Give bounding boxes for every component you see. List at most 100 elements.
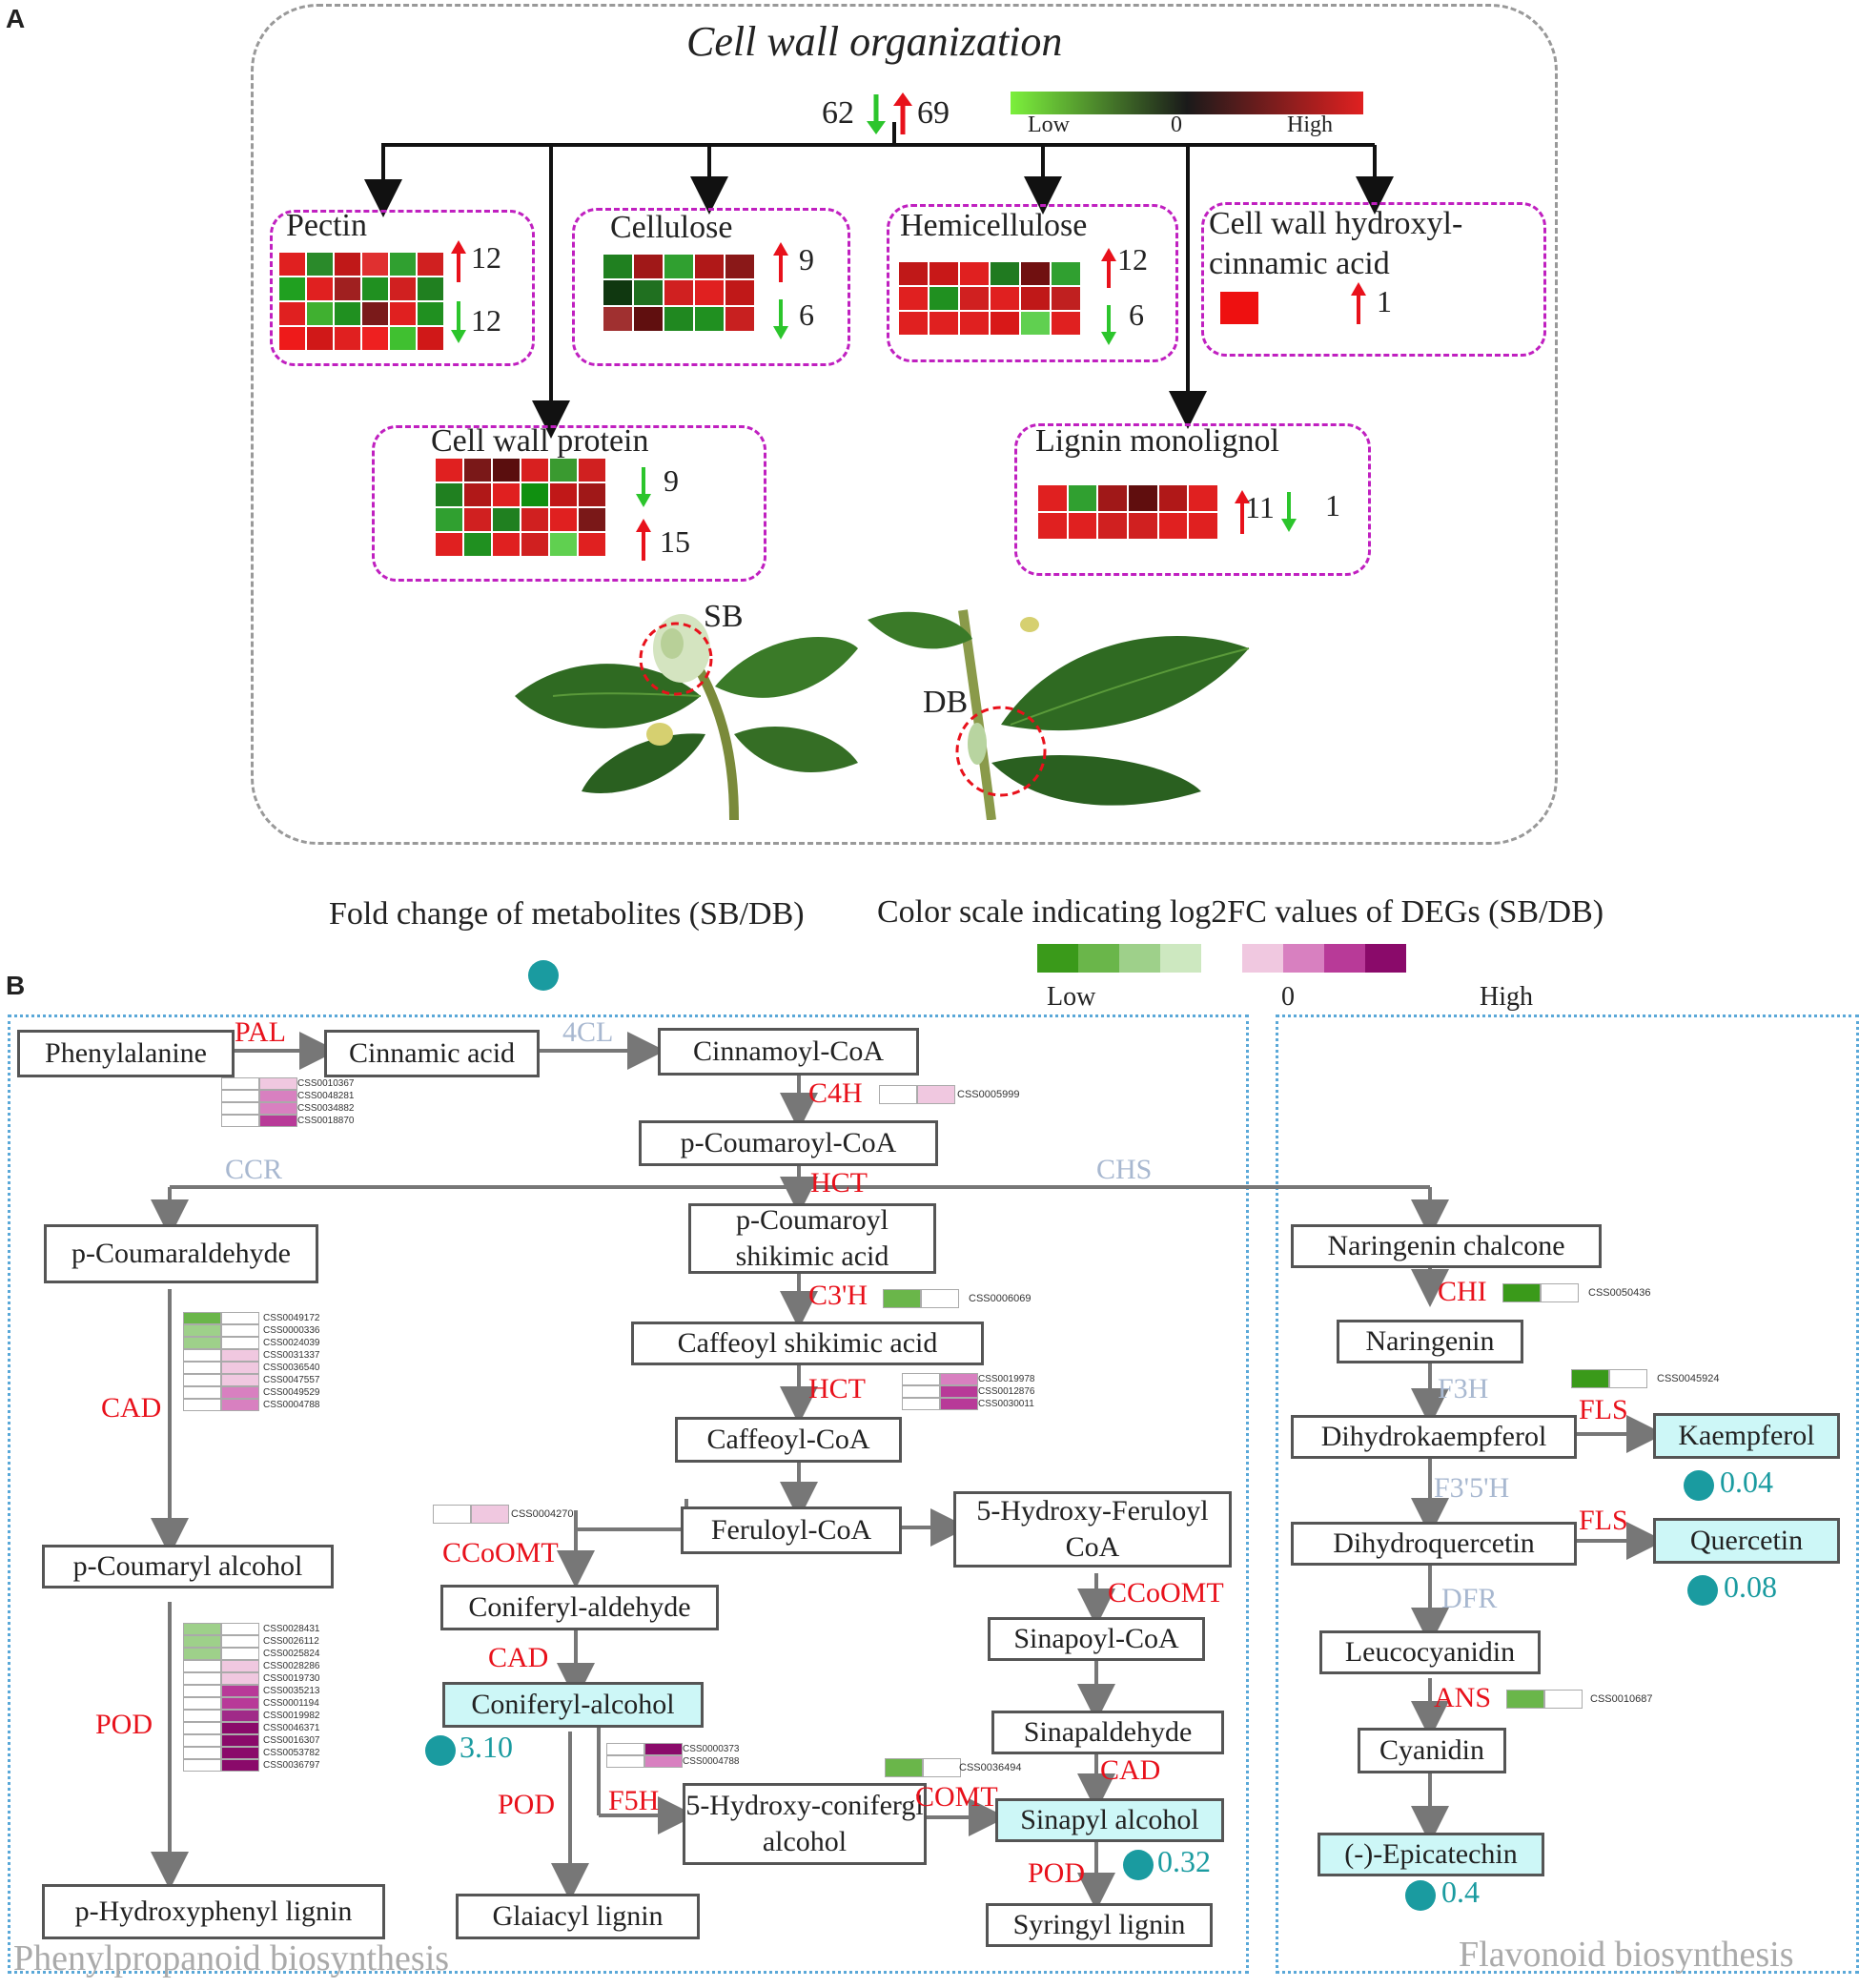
pectin-heatmap-cell	[278, 277, 306, 301]
gene-cell	[183, 1759, 221, 1772]
node-kaempferol: Kaempferol	[1653, 1413, 1840, 1459]
hemicellulose-heatmap-cell	[1020, 311, 1051, 336]
enzyme-chs: CHS	[1096, 1154, 1153, 1185]
gene-cell	[183, 1386, 221, 1399]
enzyme-fls-2: FLS	[1579, 1505, 1628, 1536]
gene-cell	[183, 1399, 221, 1411]
pectin-up-count: 12	[471, 240, 501, 275]
gene-id: CSS0036797	[263, 1760, 320, 1771]
pectin-label: Pectin	[286, 208, 367, 243]
cellulose-heatmap-cell	[603, 279, 633, 306]
hemicellulose-box	[887, 204, 1178, 362]
deg-scale-swatch	[1201, 944, 1242, 973]
gene-id-c4h: CSS0005999	[957, 1089, 1020, 1100]
node-leucocyanidin: Leucocyanidin	[1319, 1630, 1541, 1674]
gene-cell	[259, 1090, 297, 1102]
gene-cell	[259, 1115, 297, 1127]
gene-cell	[183, 1660, 221, 1672]
gene-id: CSS0019730	[263, 1673, 320, 1684]
gene-cell	[221, 1697, 259, 1710]
total-down-count: 62	[822, 95, 854, 131]
gene-cell	[221, 1672, 259, 1685]
gene-cell	[885, 1758, 923, 1777]
pectin-heatmap-cell	[334, 326, 361, 351]
gene-heatmap-ans	[1506, 1690, 1583, 1709]
enzyme-cad-left: CAD	[101, 1392, 162, 1424]
flavonoid-frame	[1276, 1014, 1859, 1974]
protein-heatmap-cell	[492, 482, 521, 507]
coniferyl-fc-value: 3.10	[460, 1730, 513, 1764]
node-phenylalanine: Phenylalanine	[17, 1030, 235, 1077]
pectin-heatmap-cell	[361, 326, 389, 351]
gene-cell	[183, 1648, 221, 1660]
cellulose-heatmap-cell	[633, 305, 664, 332]
gene-heatmap-ccoomt	[433, 1505, 509, 1524]
protein-heatmap-cell	[435, 458, 463, 482]
deg-color-scale	[1037, 944, 1406, 973]
deg-scale-swatch	[1242, 944, 1283, 973]
node-p-coumaroyl-coa: p-Coumaroyl-CoA	[639, 1120, 938, 1166]
cellulose-heatmap-cell	[725, 254, 755, 280]
deg-scale-swatch	[1160, 944, 1201, 973]
enzyme-hct-1: HCT	[810, 1167, 868, 1199]
cellulose-heatmap-cell	[633, 254, 664, 280]
gene-cell	[221, 1374, 259, 1386]
enzyme-fls-1: FLS	[1579, 1394, 1628, 1425]
hydroxyl-label: Cell wall hydroxyl-cinnamic acid	[1209, 206, 1463, 281]
pectin-heatmap-cell	[334, 252, 361, 277]
gene-cell	[221, 1635, 259, 1648]
gene-id: CSS0016307	[263, 1735, 320, 1746]
hemicellulose-heatmap-cell	[898, 311, 929, 336]
deg-legend-high: High	[1480, 982, 1533, 1012]
lignin-heatmap	[1037, 484, 1218, 540]
node-caffeoyl-coa: Caffeoyl-CoA	[675, 1417, 902, 1463]
hemicellulose-arrows	[1101, 248, 1116, 345]
hemicellulose-heatmap-cell	[929, 286, 959, 311]
cellulose-heatmap-cell	[725, 305, 755, 332]
node-cinnamoyl-coa: Cinnamoyl-CoA	[658, 1028, 919, 1076]
hydroxyl-up-count: 1	[1377, 284, 1392, 318]
panel-a-legend-high: High	[1287, 113, 1333, 137]
phenylpropanoid-frame	[8, 1014, 1249, 1974]
flavonoid-title: Flavonoid biosynthesis	[1459, 1935, 1794, 1975]
gene-id: CSS0049529	[263, 1387, 320, 1398]
gene-cell	[183, 1734, 221, 1747]
protein-heatmap-cell	[435, 507, 463, 532]
pectin-heatmap-cell	[334, 277, 361, 301]
hemicellulose-down-count: 6	[1129, 297, 1144, 332]
lignin-heatmap-cell	[1127, 512, 1158, 540]
protein-heatmap-cell	[549, 532, 578, 557]
protein-heatmap-cell	[435, 482, 463, 507]
hemicellulose-heatmap-cell	[990, 311, 1020, 336]
pectin-heatmap-cell	[306, 326, 334, 351]
lignin-heatmap-cell	[1157, 484, 1189, 512]
gene-cell	[221, 1759, 259, 1772]
gene-cell	[259, 1102, 297, 1115]
cellulose-heatmap-cell	[664, 305, 694, 332]
gene-id: CSS0019982	[263, 1711, 320, 1721]
gene-heatmap-hct	[902, 1373, 978, 1410]
gene-cell	[917, 1085, 955, 1104]
gene-cell	[940, 1385, 978, 1398]
node-cinnamic-acid: Cinnamic acid	[324, 1030, 540, 1077]
pectin-heatmap-cell	[361, 277, 389, 301]
gene-cell	[183, 1710, 221, 1722]
protein-down-count: 9	[664, 463, 679, 498]
node-p-coumaraldehyde: p-Coumaraldehyde	[44, 1224, 318, 1283]
gene-cell	[221, 1648, 259, 1660]
db-highlight-circle	[955, 706, 1047, 797]
gene-heatmap-pod	[183, 1623, 259, 1772]
cellulose-heatmap-cell	[633, 279, 664, 306]
gene-id: CSS0004788	[683, 1756, 740, 1767]
pectin-heatmap-cell	[417, 252, 444, 277]
enzyme-pod-right: POD	[1028, 1857, 1086, 1889]
cellulose-heatmap	[603, 254, 755, 332]
enzyme-cad-right: CAD	[1100, 1754, 1161, 1786]
enzyme-ccr: CCR	[225, 1154, 283, 1185]
gene-heatmap-chi	[1502, 1283, 1579, 1302]
protein-arrows	[636, 467, 651, 561]
gene-cell	[183, 1672, 221, 1685]
node-p-coumaroyl-shikimic-acid: p-Coumaroyl shikimic acid	[688, 1203, 936, 1274]
gene-id: CSS0035213	[263, 1686, 320, 1696]
